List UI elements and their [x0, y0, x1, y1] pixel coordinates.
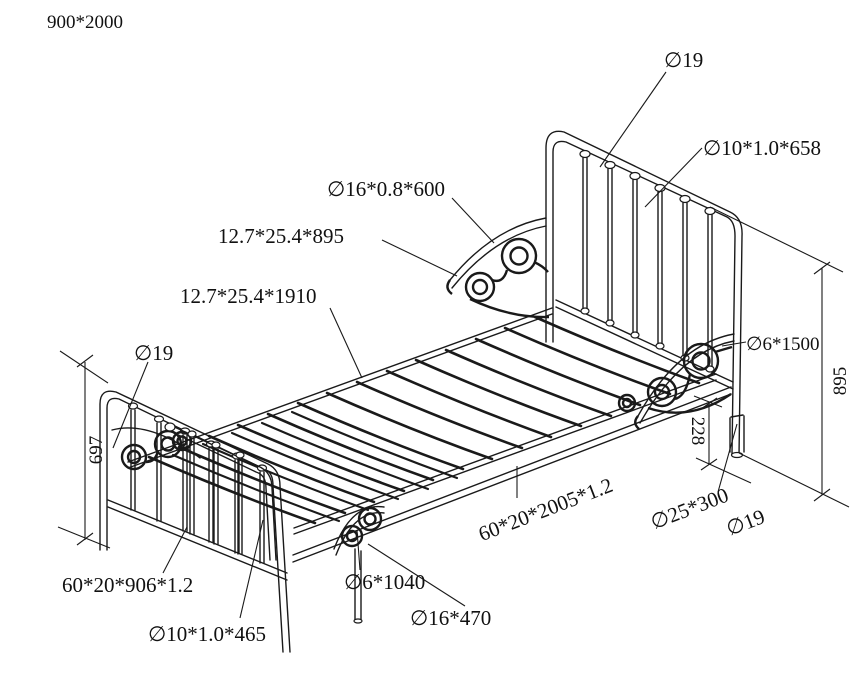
headboard-spindles — [579, 149, 716, 373]
label-dia6-1500: ∅6*1500 — [746, 334, 820, 355]
label-dia16-600: ∅16*0.8*600 — [327, 177, 445, 201]
label-dia25-300: ∅25*300 — [647, 483, 731, 535]
label-dia10-658: ∅10*1.0*658 — [703, 136, 821, 160]
foot-end-rail — [107, 499, 288, 581]
leader-lines — [112, 71, 747, 619]
dimension-labels: 900*2000 ∅19 ∅10*1.0*658 ∅16*0.8*600 12.… — [47, 12, 851, 646]
footboard — [99, 390, 291, 653]
label-rail-906: 60*20*906*1.2 — [62, 573, 193, 597]
label-dia16-470: ∅16*470 — [410, 606, 491, 630]
extension-guard-frame — [164, 422, 277, 561]
dimension-697 — [57, 350, 111, 549]
slat-platform — [127, 307, 717, 535]
front-side-rail — [292, 386, 732, 563]
label-bar-1910: 12.7*25.4*1910 — [180, 284, 317, 308]
headboard — [446, 130, 743, 457]
label-dim-895: 895 — [830, 367, 851, 396]
middle-scroll-and-leg — [333, 505, 385, 624]
label-dia19-left: ∅19 — [134, 341, 173, 365]
headboard-front-scroll — [617, 333, 735, 430]
label-dia10-465: ∅10*1.0*465 — [148, 622, 266, 646]
label-dim-228: 228 — [687, 417, 708, 446]
slats — [147, 315, 701, 525]
label-bar-895: 12.7*25.4*895 — [218, 224, 344, 248]
label-dia19-leg: ∅19 — [723, 504, 768, 540]
dimension-895 — [709, 206, 850, 508]
label-overall-size: 900*2000 — [47, 12, 123, 33]
label-dia6-1040: ∅6*1040 — [344, 570, 425, 594]
headboard-back-scroll — [446, 217, 550, 319]
label-dia19-top: ∅19 — [664, 48, 703, 72]
label-dim-697: 697 — [86, 436, 107, 465]
